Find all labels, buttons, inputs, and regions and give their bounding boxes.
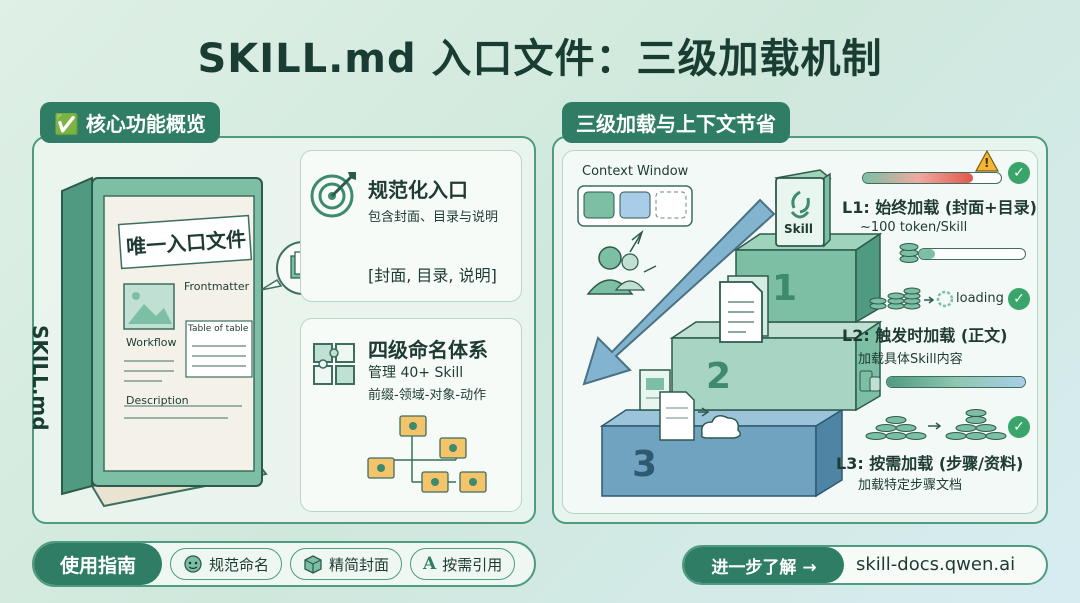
usage-guide-label: 使用指南 (34, 543, 162, 585)
guide-pill-naming[interactable]: 规范命名 (170, 548, 283, 580)
letter-a-icon: A (423, 554, 437, 574)
guide-pill-naming-label: 规范命名 (209, 555, 270, 574)
step-2-number: 2 (706, 356, 732, 397)
l2-sub: 加载具体Skill内容 (858, 352, 963, 367)
device-icon (859, 370, 881, 392)
standard-entry-title: 规范化入口 (368, 178, 468, 202)
stairs-diagram (599, 232, 883, 498)
check-icon-l3: ✓ (1008, 416, 1030, 438)
l3-sub: 加载特定步骤文档 (858, 478, 963, 493)
page-title: SKILL.md 入口文件：三级加载机制 (197, 36, 883, 82)
context-window-icon (577, 185, 693, 227)
target-icon (310, 172, 356, 218)
coin-piles-icon (869, 287, 935, 310)
l1-token-bar (918, 248, 1026, 260)
coin-stack-icon (899, 243, 919, 263)
l1-token-bar-fill (919, 249, 935, 259)
step-3-number: 3 (632, 444, 658, 485)
puzzle-icon (313, 343, 355, 385)
checkbox-icon: ✅ (54, 112, 79, 136)
core-features-label: 核心功能概览 (85, 112, 206, 136)
learn-more-button[interactable]: 进一步了解 → (684, 547, 844, 583)
files-cloud-icon (639, 369, 741, 441)
guide-pill-cover[interactable]: 精简封面 (290, 548, 403, 580)
l3-title: L3: 按需加载 (步骤/资料) (836, 454, 1024, 473)
check-icon-top: ✓ (1008, 162, 1030, 184)
standard-entry-bracket: [封面, 目录, 说明] (368, 266, 497, 285)
loading-text: loading (956, 291, 1004, 306)
guide-pill-reference-label: 按需引用 (442, 555, 503, 574)
description-label: Description (126, 394, 189, 407)
book-illustration (61, 176, 268, 508)
skill-cube-icon (774, 169, 832, 248)
skill-cube-label: Skill (784, 222, 813, 236)
guide-pill-reference[interactable]: A 按需引用 (410, 548, 516, 580)
check-icon-l2: ✓ (1008, 288, 1030, 310)
face-icon (184, 555, 202, 573)
spinner-icon (936, 290, 954, 308)
l1-title: L1: 始终加载 (封面+目录) (842, 198, 1037, 217)
naming-system-title: 四级命名体系 (368, 338, 488, 362)
l2-token-bar-fill (887, 377, 1025, 387)
naming-system-sub1: 管理 40+ Skill (368, 365, 464, 381)
l2-title: L2: 触发时加载 (正文) (842, 326, 1008, 345)
step-1-number: 1 (772, 268, 798, 309)
warning-mark: ! (984, 156, 990, 170)
context-window-label: Context Window (582, 164, 689, 179)
table-label: Table of table (188, 324, 249, 334)
top-token-bar (862, 172, 1002, 184)
l2-token-bar (886, 376, 1026, 388)
workflow-label: Workflow (126, 336, 177, 349)
warning-icon (974, 149, 1000, 172)
docs-url-link[interactable]: skill-docs.qwen.ai (856, 554, 1016, 575)
guide-pill-cover-label: 精简封面 (329, 555, 390, 574)
coin-heaps-icon (865, 409, 1007, 440)
core-features-tag: ✅ 核心功能概览 (40, 102, 220, 143)
loading-tag: 三级加载与上下文节省 (562, 102, 790, 143)
folder-tree-icon (367, 415, 487, 493)
standard-entry-sub: 包含封面、目录与说明 (368, 210, 499, 225)
document-icon (719, 275, 769, 343)
book-spine-title: SKILL.md (28, 325, 52, 431)
naming-system-sub2: 前缀-领域-对象-动作 (368, 388, 487, 403)
users-icon (586, 229, 657, 295)
downward-arrow-icon (582, 198, 776, 386)
frontmatter-label: Frontmatter (184, 280, 250, 293)
top-token-bar-fill (863, 173, 974, 183)
cube-icon (304, 555, 322, 574)
l1-sub: ~100 token/Skill (860, 220, 968, 235)
